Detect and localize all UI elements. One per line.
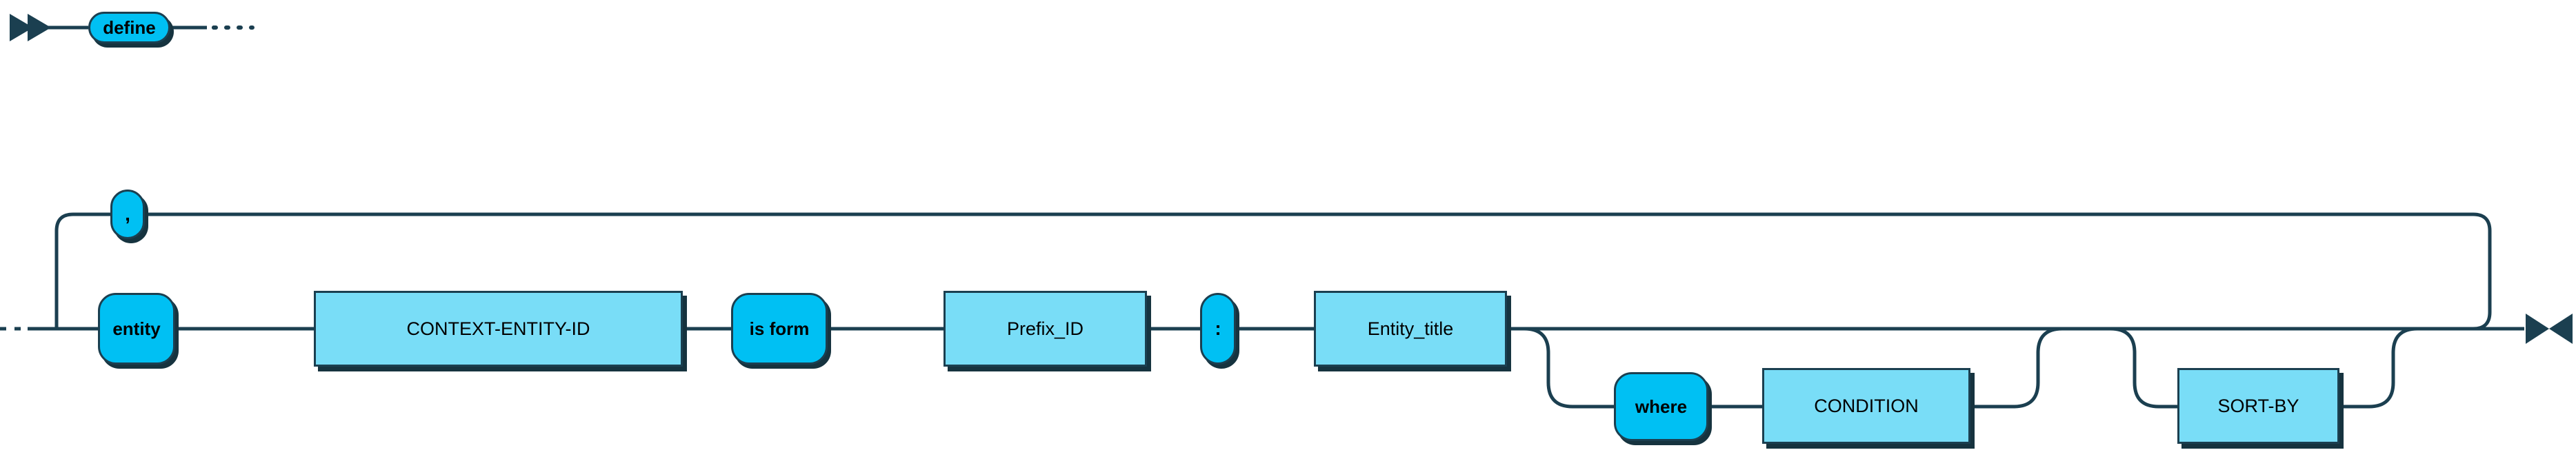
node-condition-label: CONDITION [1814,395,1919,416]
node-prefix-id[interactable]: Prefix_ID [943,291,1147,367]
node-context-entity-id-label: CONTEXT-ENTITY-ID [406,318,590,339]
rail-branch-down-to-sortby [2110,327,2177,409]
node-where[interactable]: where [1614,372,1708,441]
node-where-label: where [1635,396,1688,417]
rail-sortby-rejoin-main [2339,327,2418,409]
node-colon-label: : [1215,318,1221,339]
node-condition[interactable]: CONDITION [1762,368,1970,444]
node-entity-title[interactable]: Entity_title [1314,291,1507,367]
node-colon[interactable]: : [1200,293,1236,365]
rail-condition-rejoin-main [1970,327,2063,409]
node-entity[interactable]: entity [98,293,175,365]
node-context-entity-id[interactable]: CONTEXT-ENTITY-ID [314,291,683,367]
node-prefix-id-label: Prefix_ID [1006,318,1084,339]
node-define-label: define [103,17,156,38]
node-sort-by[interactable]: SORT-BY [2177,368,2339,444]
node-sort-by-label: SORT-BY [2217,395,2299,416]
start-marker-icon [10,14,51,41]
node-comma[interactable]: , [110,190,145,239]
rail-loop-left-riser [54,212,110,329]
end-marker-icon [2526,314,2573,344]
node-is-form[interactable]: is form [731,293,828,365]
node-comma-label: , [125,203,130,225]
rail-loop-top-and-right-descent [145,212,2492,331]
node-is-form-label: is form [749,318,810,339]
rail-branch-down-to-where [1524,327,1614,409]
node-entity-title-label: Entity_title [1367,318,1454,339]
node-define[interactable]: define [88,12,170,43]
node-entity-label: entity [112,318,161,339]
